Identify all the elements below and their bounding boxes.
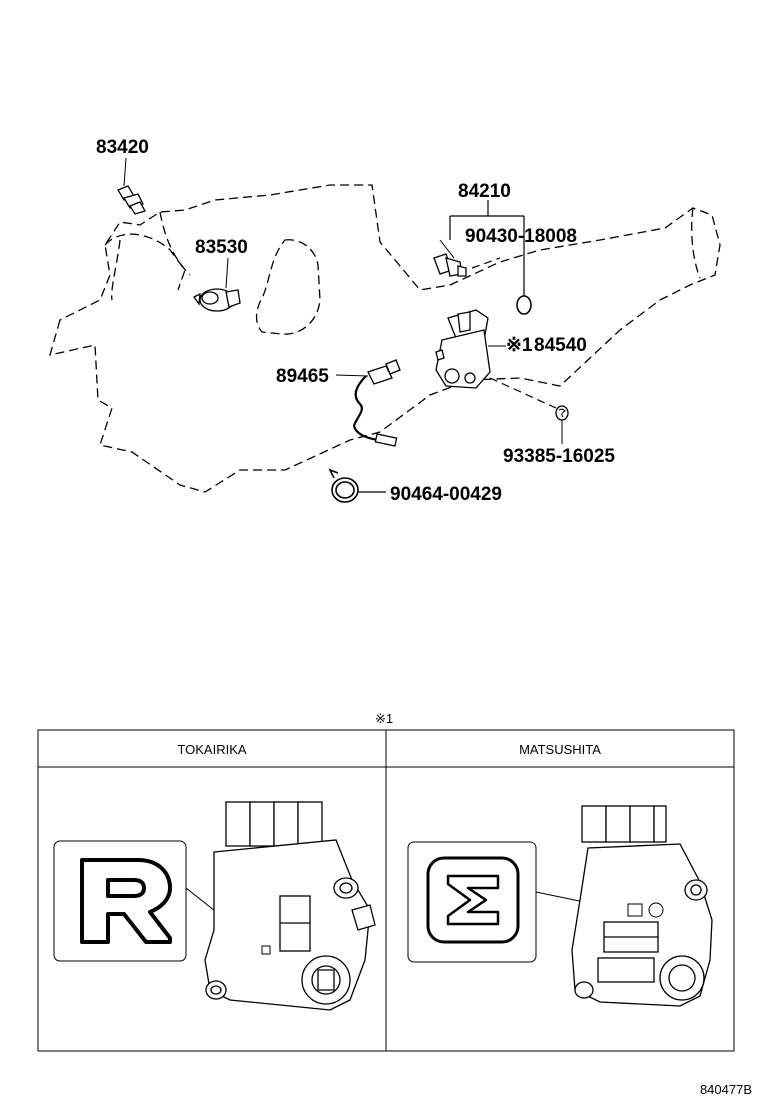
label-83420: 83420 [96,137,149,158]
part-93385-washer[interactable] [555,405,569,444]
diagram-id: 840477B [700,1082,752,1097]
label-93385-16025: 93385-16025 [503,446,615,467]
variant-table [37,729,735,1052]
tokairika-switch-drawing [204,801,376,1011]
matsushita-switch-drawing [571,805,713,1007]
tokairika-r-logo-icon [80,858,172,944]
table-header-matsushita: MATSUSHITA [519,742,601,757]
label-90464-00429: 90464-00429 [390,484,502,505]
part-83530[interactable] [193,257,241,312]
label-83530: 83530 [195,237,248,258]
part-84210[interactable] [433,239,467,277]
bracket-84210 [449,200,525,296]
label-84540-mark: ※1 [506,335,533,356]
label-84210: 84210 [458,181,511,202]
dash-line-84210 [471,257,501,269]
note-ref-mark: ※1 [375,711,393,726]
label-90430-18008: 90430-18008 [465,226,577,247]
part-83420[interactable] [117,157,146,215]
part-89465[interactable] [335,359,401,447]
label-89465: 89465 [276,366,329,387]
label-84540: 84540 [534,335,587,356]
matsushita-logo-box [407,841,537,963]
dash-line-84540 [489,377,557,409]
transmission-outline [49,184,721,493]
tokairika-logo-box [53,840,187,962]
part-90430-oring[interactable] [516,295,532,315]
table-header-tokairika: TOKAIRIKA [177,742,246,757]
part-84540[interactable] [435,309,506,389]
part-90464-clamp[interactable] [328,468,386,503]
